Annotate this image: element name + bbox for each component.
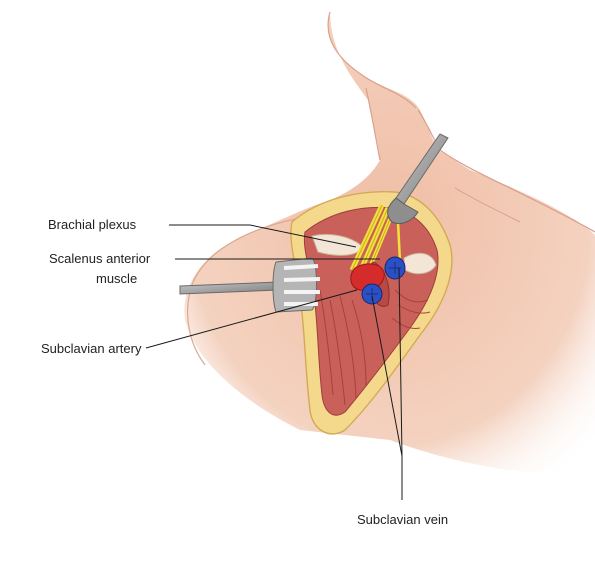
fascia-right xyxy=(403,252,437,275)
brachial-plexus-nerves xyxy=(349,203,402,274)
neck-line xyxy=(365,87,381,161)
leader-lines xyxy=(145,224,403,500)
label-scalenus-muscle: muscle xyxy=(96,271,137,286)
leader-brachial-plexus xyxy=(169,224,357,248)
leader-subclavian-artery xyxy=(145,289,358,349)
clavicle-crease xyxy=(454,187,521,223)
rake-retractor xyxy=(179,257,321,313)
upper-retractor xyxy=(387,133,449,225)
subclavian-vein xyxy=(361,256,406,305)
label-brachial-plexus: Brachial plexus xyxy=(48,217,137,232)
label-subclavian-artery: Subclavian artery xyxy=(41,341,142,356)
leader-subclavian-vein xyxy=(371,267,403,500)
neck-right-line xyxy=(417,109,595,233)
label-subclavian-vein: Subclavian vein xyxy=(357,512,448,527)
label-scalenus-anterior: Scalenus anterior xyxy=(49,251,151,266)
chin-line xyxy=(327,11,417,109)
muscle-fibers xyxy=(319,289,431,406)
shoulder-outline xyxy=(186,217,301,366)
